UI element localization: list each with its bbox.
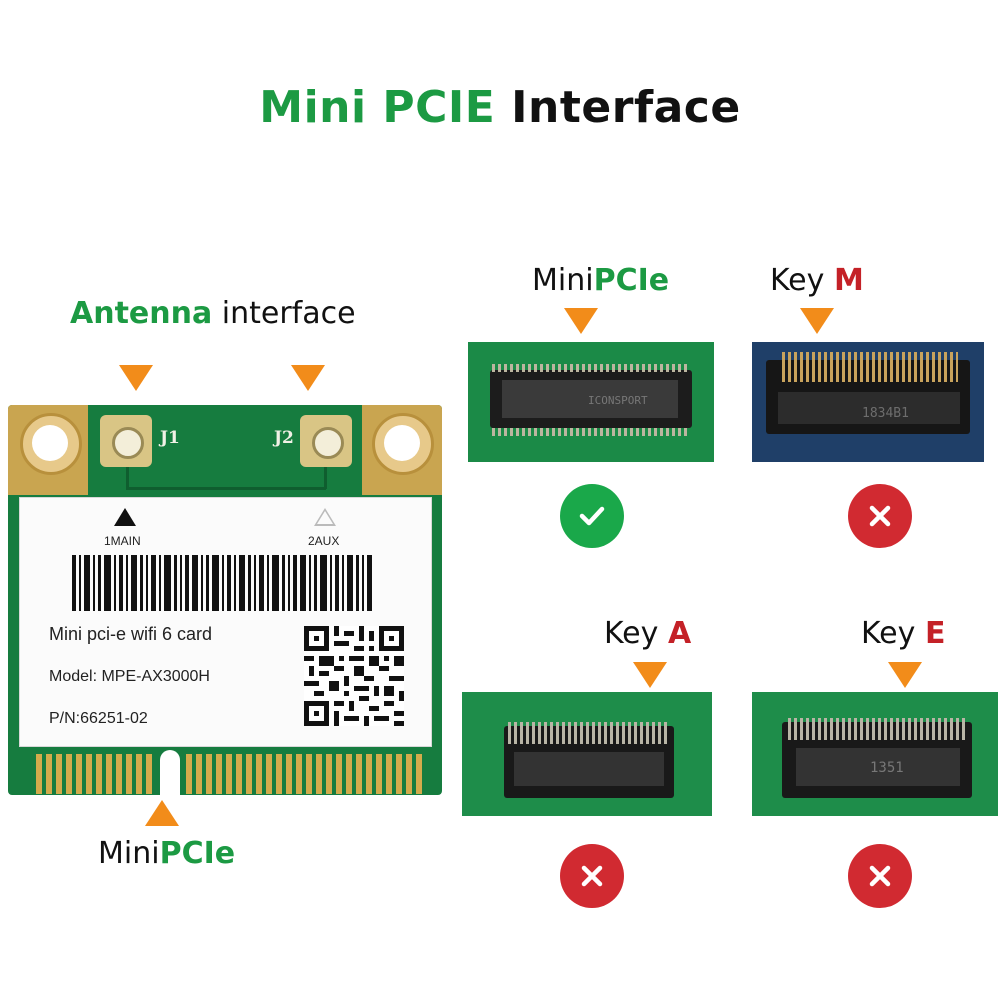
orange-arrow-up-icon [145, 800, 179, 826]
orange-arrow-down-icon [564, 308, 598, 334]
aux-label: 2AUX [308, 534, 340, 548]
slot-keye-caption: Key E [861, 616, 946, 651]
main-label: 1MAIN [104, 534, 141, 548]
card-name-text: Mini pci-e wifi 6 card [49, 624, 213, 644]
slot-keym-photo: 1834B1 [752, 342, 984, 462]
slot-minipcie-photo: ICONSPORT [468, 342, 714, 462]
card-pn-text: P/N:66251-02 [49, 710, 148, 727]
card-model-text: Model: MPE-AX3000H [49, 668, 210, 685]
orange-arrow-down-icon [633, 662, 667, 688]
gold-fingers-left [36, 750, 160, 794]
title-part-green: Mini PCIE [259, 82, 496, 133]
slot-keya-photo [462, 692, 712, 816]
card-caption-plain: Mini [98, 836, 160, 871]
orange-arrow-down-icon [119, 365, 153, 391]
orange-arrow-down-icon [800, 308, 834, 334]
antenna-caption-rest: interface [212, 296, 356, 331]
slot-keye-photo: 1351 [752, 692, 998, 816]
mount-hole-left-icon [20, 413, 82, 475]
gold-fingers-right [186, 750, 422, 794]
slot-keym-caption: Key M [770, 263, 864, 298]
main-triangle-icon [114, 508, 136, 526]
card-caption-bold: PCIe [159, 836, 236, 871]
j2-label: J2 [274, 428, 294, 448]
antenna-caption: Antenna interface [70, 296, 356, 331]
slot-keya-caption: Key A [604, 616, 692, 651]
card-caption: MiniPCIe [98, 836, 235, 871]
slot-minipcie-caption: MiniPCIe [532, 263, 670, 298]
j1-label: J1 [160, 428, 180, 448]
x-circle-icon [848, 484, 912, 548]
card-key-notch [160, 750, 180, 800]
orange-arrow-down-icon [888, 662, 922, 688]
antenna-caption-bold: Antenna [70, 296, 213, 331]
title-part-black: Interface [511, 82, 741, 133]
page-title: Mini PCIE Interface [0, 82, 1000, 133]
orange-arrow-down-icon [291, 365, 325, 391]
check-circle-icon [560, 484, 624, 548]
x-circle-icon [560, 844, 624, 908]
barcode-icon [72, 555, 372, 611]
qr-code-icon [304, 626, 404, 726]
x-circle-icon [848, 844, 912, 908]
